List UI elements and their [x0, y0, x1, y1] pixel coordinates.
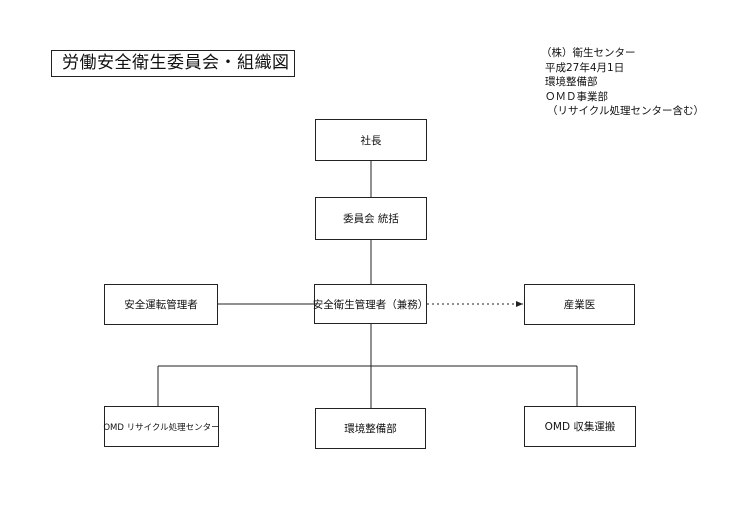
- node-env-department: 環境整備部: [315, 408, 426, 449]
- effective-date: 平成27年4月1日: [545, 61, 625, 74]
- node-health-manager: 安全衛生管理者（兼務）: [313, 284, 428, 324]
- node-industrial-doctor: 産業医: [524, 284, 635, 325]
- node-committee: 委員会 統括: [315, 197, 427, 240]
- company-name: （株）衛生センター: [541, 47, 636, 59]
- node-omd-recycle-center: OMD リサイクル処理センター: [103, 406, 220, 447]
- department-omd-note: （リサイクル処理センター含む）: [547, 105, 704, 117]
- department-omd: ＯＭＤ事業部: [545, 90, 608, 103]
- department-env: 環境整備部: [545, 76, 598, 88]
- node-omd-collection: OMD 収集運搬: [524, 406, 636, 447]
- page-title: 労働安全衛生委員会・組織図: [51, 50, 295, 77]
- company-info: （株）衛生センター 平成27年4月1日 環境整備部 ＯＭＤ事業部 （リサイクル処…: [541, 46, 704, 119]
- node-president: 社長: [315, 119, 427, 161]
- node-safety-driving-manager: 安全運転管理者: [104, 284, 218, 325]
